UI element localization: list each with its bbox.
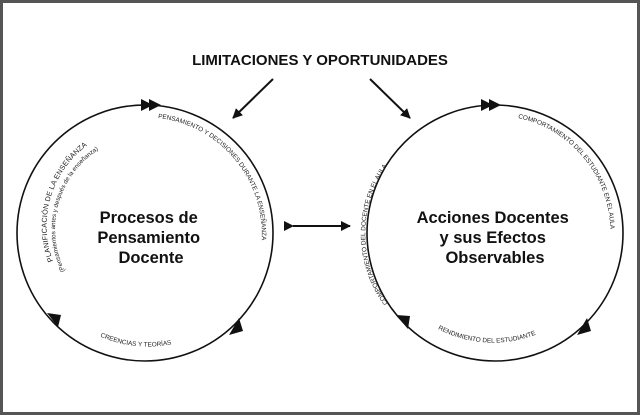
- left-cycle-arc-label-bottom: CREENCIAS Y TEORÍAS: [99, 332, 172, 349]
- arrow-title-to-left-cycle: [232, 78, 274, 119]
- left-cycle-arrow-top-2: [149, 99, 161, 111]
- right-cycle: COMPORTAMIENTO DEL DOCENTE EN EL AULA CO…: [360, 99, 624, 362]
- left-cycle-arc-label-left-note: (Pensamientos antes y después de la ense…: [50, 146, 100, 274]
- right-cycle-arrow-left: [396, 315, 410, 329]
- right-cycle-arrow-right: [577, 318, 591, 335]
- left-cycle-title-line-3: Docente: [118, 249, 183, 267]
- right-cycle-title: Acciones Docentes y sus Efectos Observab…: [417, 209, 574, 267]
- left-cycle-arrow-right: [229, 318, 243, 335]
- left-cycle: PENSAMIENTO Y DECISIONES DURANTE LA ENSE…: [16, 99, 274, 362]
- left-cycle-arrow-top: [141, 99, 153, 111]
- left-cycle-arrow-left: [47, 313, 61, 327]
- right-cycle-title-line-2: y sus Efectos: [440, 229, 546, 247]
- arrow-title-to-right-cycle: [369, 78, 411, 119]
- left-cycle-title-line-1: Procesos de: [100, 209, 198, 227]
- diagram-title: LIMITACIONES Y OPORTUNIDADES: [192, 52, 448, 69]
- right-cycle-title-line-3: Observables: [445, 249, 544, 267]
- left-cycle-title-line-2: Pensamiento: [97, 229, 200, 247]
- right-cycle-arc-label-bottom: RENDIMIENTO DEL ESTUDIANTE: [437, 324, 537, 344]
- right-cycle-title-line-1: Acciones Docentes: [417, 209, 569, 227]
- right-cycle-arrow-top: [481, 99, 493, 111]
- diagram-canvas: LIMITACIONES Y OPORTUNIDADES PENSAMIENTO…: [16, 52, 624, 362]
- right-cycle-arrow-top-2: [489, 99, 501, 111]
- right-cycle-arc-label-left: COMPORTAMIENTO DEL DOCENTE EN EL AULA: [360, 162, 389, 306]
- left-cycle-title: Procesos de Pensamiento Docente: [97, 209, 204, 267]
